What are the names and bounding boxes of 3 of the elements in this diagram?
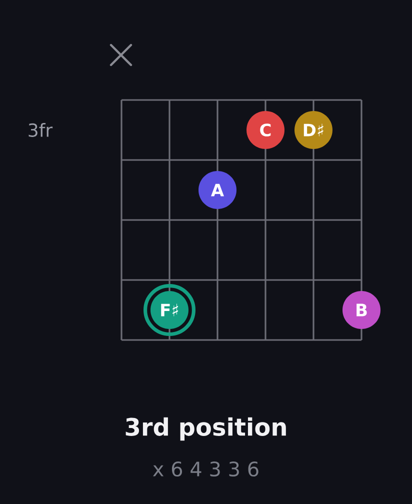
fret-numbers: x 6 4 3 3 6: [152, 461, 258, 477]
chord-title: 3rd position: [126, 417, 286, 441]
fret-number: 3fr: [28, 123, 53, 137]
